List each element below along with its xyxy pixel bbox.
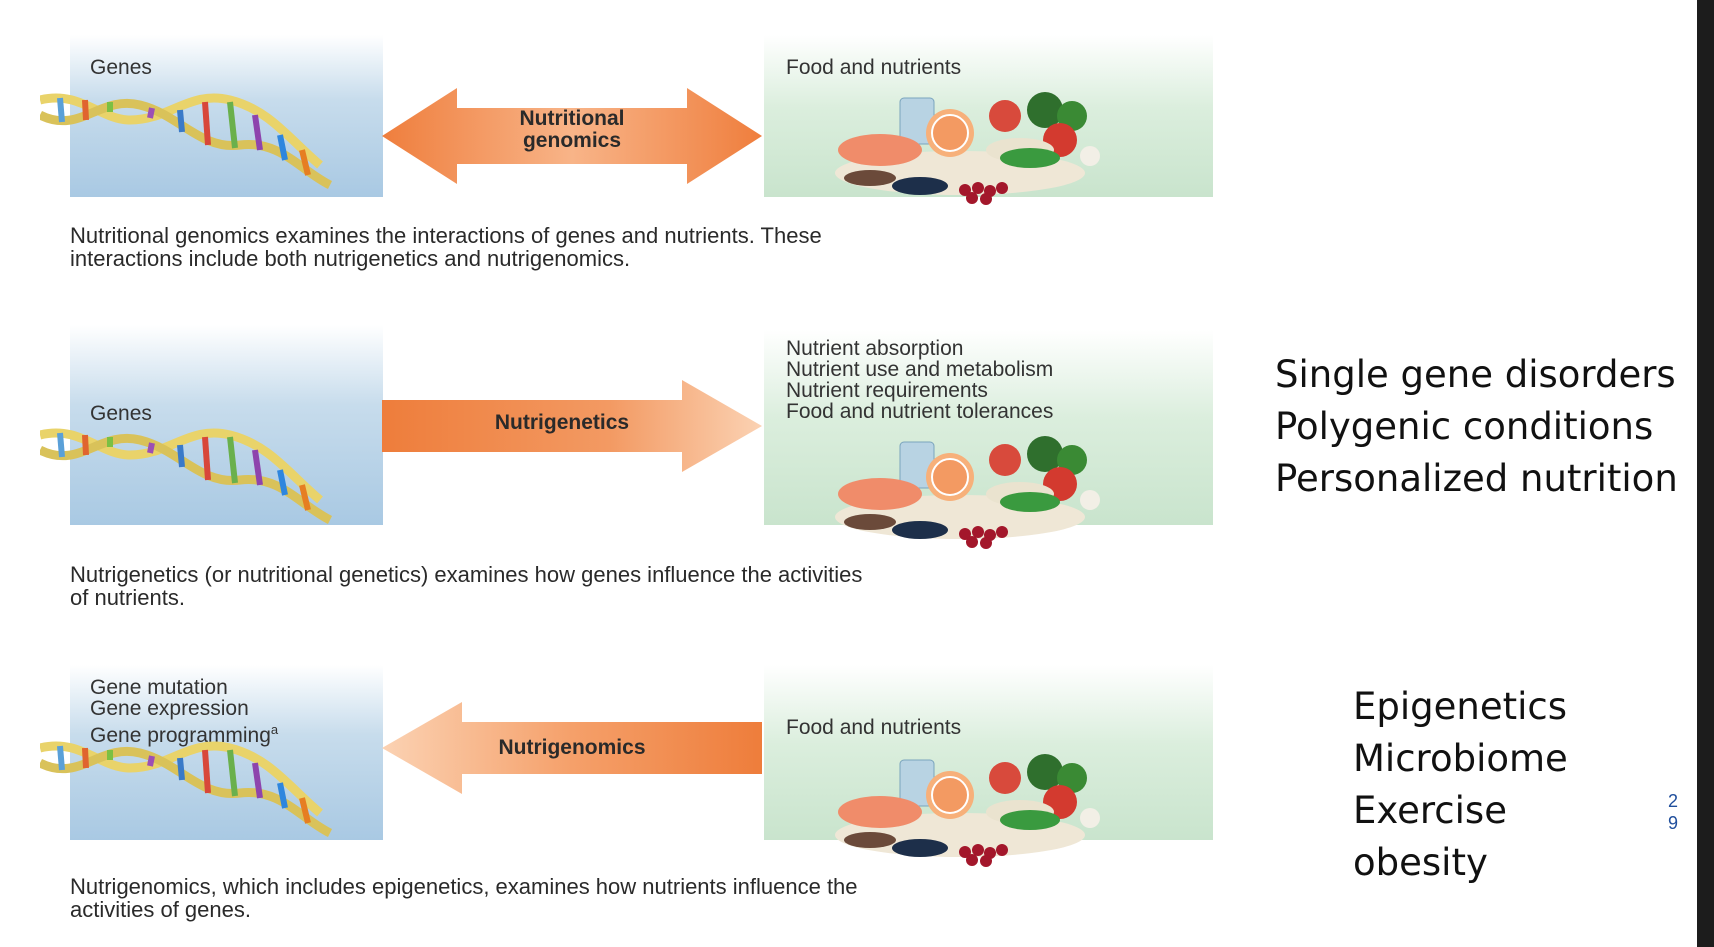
bidirectional-arrow (382, 88, 762, 184)
genes-panel-2 (70, 325, 383, 525)
dna-helix-icon-2 (40, 425, 340, 545)
food-label-1: Food and nutrients (786, 56, 962, 79)
nutrigenetics-arrow (382, 380, 762, 472)
caption-nutrigenomics: Nutrigenomics, which includes epigenetic… (70, 874, 858, 922)
dna-helix-icon-1 (40, 90, 340, 210)
nutrigenetics-label: Nutrigenetics (494, 411, 630, 434)
gene-effects-list: Gene mutation Gene expression Gene progr… (90, 676, 279, 747)
genes-label-2: Genes (90, 402, 152, 425)
nutritional-genomics-label: Nutritional genomics (519, 107, 625, 152)
page-number: 2 9 (1667, 791, 1678, 833)
food-illustration-icon-3 (834, 753, 1101, 868)
nutrient-effects-list: Nutrient absorption Nutrient use and met… (786, 337, 1054, 423)
caption-nutrigenetics: Nutrigenetics (or nutritional genetics) … (70, 562, 863, 610)
genes-label-1: Genes (90, 56, 152, 79)
caption-nutritional-genomics: Nutritional genomics examines the intera… (70, 223, 822, 271)
nutrigenomics-label: Nutrigenomics (498, 736, 646, 759)
influences-list: Epigenetics Microbiome Exercise obesity (1353, 685, 1568, 884)
right-edge-bar (1697, 0, 1714, 947)
food-label-3: Food and nutrients (786, 716, 962, 739)
dna-helix-icon-3 (40, 738, 340, 858)
food-illustration-icon-2 (834, 435, 1101, 550)
nutrigenomics-arrow (382, 702, 762, 794)
genetic-conditions-list: Single gene disorders Polygenic conditio… (1275, 353, 1678, 500)
food-illustration-icon-1 (834, 91, 1101, 206)
